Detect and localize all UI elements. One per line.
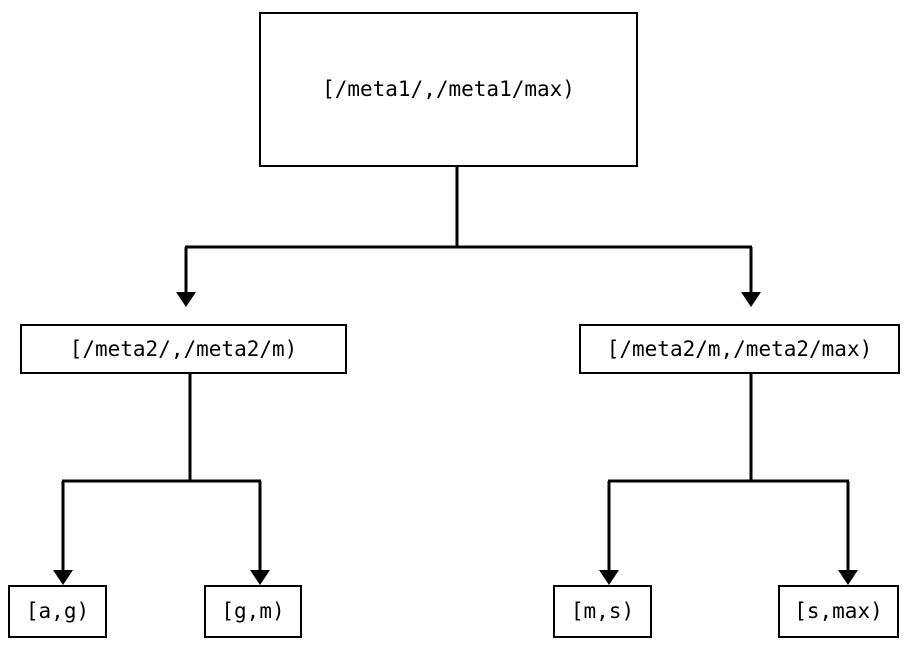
tree-leaf-m-s-label: [m,s) bbox=[570, 599, 635, 623]
tree-node-root-label: [/meta1/,/meta1/max) bbox=[322, 77, 575, 101]
tree-leaf-s-max-label: [s,max) bbox=[794, 599, 883, 623]
tree-leaf-a-g-label: [a,g) bbox=[25, 599, 90, 623]
tree-leaf-a-g[interactable]: [a,g) bbox=[8, 585, 107, 638]
tree-node-meta2-lower-label: [/meta2/,/meta2/m) bbox=[69, 336, 298, 361]
edge-root-to-level2 bbox=[184, 167, 753, 292]
arrowhead-to-leaf-gm bbox=[250, 570, 270, 585]
arrowhead-to-leaf-ag bbox=[53, 570, 73, 585]
tree-leaf-g-m[interactable]: [g,m) bbox=[204, 585, 302, 638]
tree-leaf-g-m-label: [g,m) bbox=[221, 599, 285, 623]
arrowhead-to-leaf-ms bbox=[599, 570, 619, 585]
tree-leaf-m-s[interactable]: [m,s) bbox=[553, 585, 652, 638]
arrowhead-to-leaf-smax bbox=[838, 570, 858, 585]
tree-leaf-s-max[interactable]: [s,max) bbox=[778, 585, 899, 638]
tree-node-meta2-upper[interactable]: [/meta2/m,/meta2/max) bbox=[579, 324, 900, 374]
arrowhead-to-l2-right bbox=[741, 292, 761, 307]
edge-l2right-to-leaves bbox=[607, 374, 850, 570]
tree-node-root[interactable]: [/meta1/,/meta1/max) bbox=[259, 12, 638, 167]
arrowhead-to-l2-left bbox=[176, 292, 196, 307]
tree-node-meta2-lower[interactable]: [/meta2/,/meta2/m) bbox=[20, 324, 347, 374]
edge-l2left-to-leaves bbox=[61, 374, 262, 570]
tree-node-meta2-upper-label: [/meta2/m,/meta2/max) bbox=[606, 336, 873, 361]
